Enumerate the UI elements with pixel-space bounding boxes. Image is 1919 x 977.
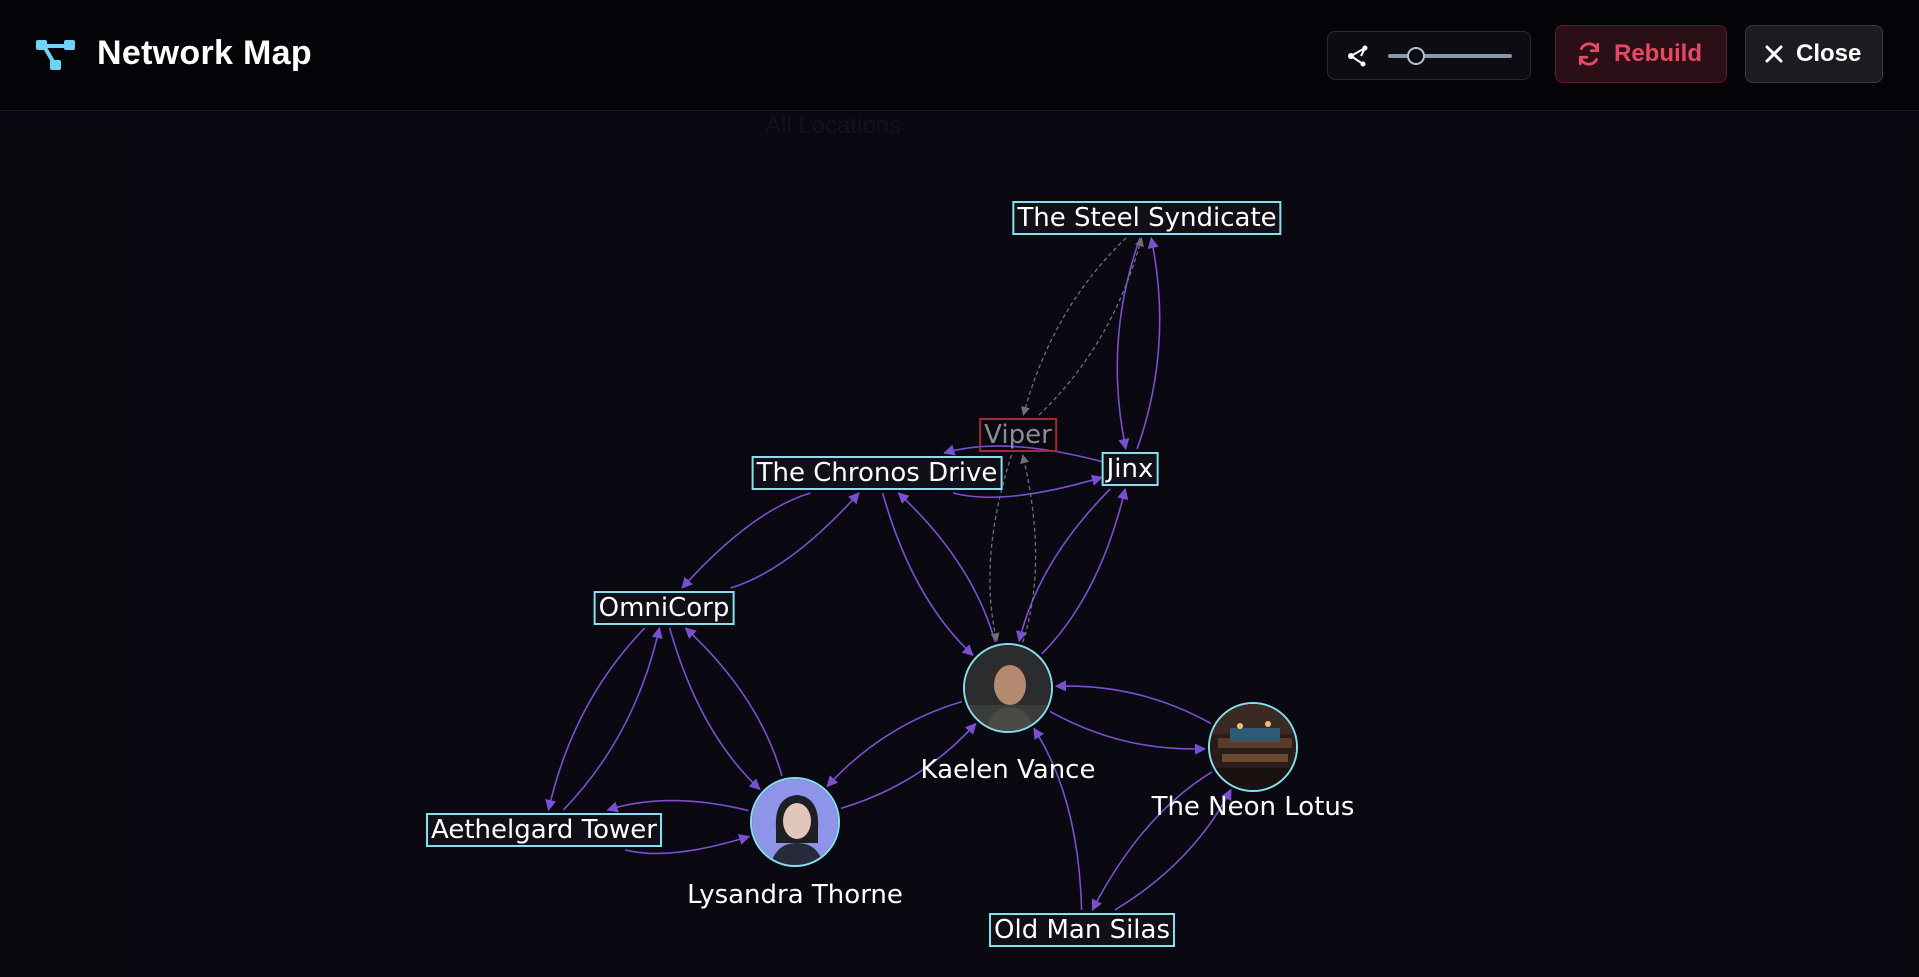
close-button[interactable]: Close	[1745, 25, 1883, 83]
physics-slider[interactable]	[1388, 47, 1512, 65]
edge-chronos-to-jinx	[952, 474, 1104, 499]
node-avatar-lysandra-thorne[interactable]	[750, 777, 840, 867]
network-map-icon	[36, 40, 75, 70]
node-viper[interactable]: Viper	[979, 418, 1057, 452]
node-the-steel-syndicate[interactable]: The Steel Syndicate	[1012, 201, 1282, 235]
edge-kaelen-to-neon	[1049, 710, 1207, 755]
node-avatar-kaelen-vance[interactable]	[963, 643, 1053, 733]
edge-neon-to-kaelen	[1054, 680, 1212, 725]
edge-aethel-to-omni	[562, 626, 663, 811]
edge-silas-to-neon	[1114, 788, 1232, 911]
edge-jinx-to-steel	[1136, 236, 1161, 450]
edge-steel-to-viper	[1021, 237, 1127, 416]
rebuild-button[interactable]: Rebuild	[1555, 25, 1727, 83]
node-jinx[interactable]: Jinx	[1101, 452, 1159, 486]
modal-header: Network Map Rebuild Close	[0, 0, 1919, 111]
node-label-lysandra-thorne: Lysandra Thorne	[687, 880, 903, 910]
close-icon	[1765, 45, 1783, 63]
edge-kaelen-to-viper	[1020, 454, 1037, 643]
physics-control	[1327, 31, 1531, 80]
edge-kaelen-to-lysandra	[826, 700, 963, 788]
node-omnicorp[interactable]: OmniCorp	[593, 591, 735, 625]
edge-viper-to-kaelen	[989, 454, 1013, 643]
rebuild-label: Rebuild	[1614, 40, 1702, 67]
edge-omni-to-lysandra	[668, 627, 761, 791]
physics-slider-thumb[interactable]	[1407, 47, 1426, 65]
edge-chronos-to-omni	[681, 492, 811, 589]
edge-kaelen-to-chronos	[897, 492, 996, 643]
edge-neon-to-silas	[1091, 771, 1213, 911]
node-old-man-silas[interactable]: Old Man Silas	[989, 913, 1175, 947]
edge-aethel-to-lysandra	[625, 834, 751, 855]
edge-omni-to-aethel	[545, 627, 646, 812]
modal-title: Network Map	[97, 34, 312, 72]
edge-steel-to-jinx	[1116, 237, 1141, 451]
edge-omni-to-chronos	[730, 492, 860, 589]
node-aethelgard-tower[interactable]: Aethelgard Tower	[426, 813, 662, 847]
close-label: Close	[1796, 40, 1862, 67]
edge-silas-to-kaelen	[1033, 727, 1083, 911]
edge-jinx-to-kaelen	[1016, 488, 1111, 643]
edge-lysandra-to-kaelen	[840, 722, 977, 810]
edge-lysandra-to-omni	[684, 627, 783, 777]
edge-chronos-to-kaelen	[881, 492, 974, 657]
edge-kaelen-to-jinx	[1041, 487, 1129, 655]
edge-lysandra-to-aethel	[606, 799, 749, 813]
graph-layout-icon	[1348, 45, 1368, 67]
refresh-icon	[1578, 42, 1600, 66]
node-label-kaelen-vance: Kaelen Vance	[920, 755, 1096, 785]
edge-viper-to-steel	[1038, 237, 1144, 416]
node-avatar-the-neon-lotus[interactable]	[1208, 702, 1298, 792]
node-the-chronos-drive[interactable]: The Chronos Drive	[751, 456, 1003, 490]
edge-jinx-to-chronos	[943, 444, 1103, 463]
node-label-the-neon-lotus: The Neon Lotus	[1151, 792, 1355, 822]
